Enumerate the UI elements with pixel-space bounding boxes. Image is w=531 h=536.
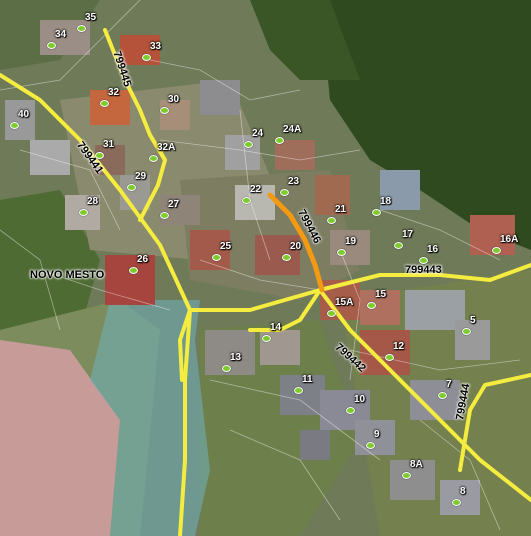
house-number-label: 8A [410, 459, 423, 470]
road-799441 [0, 73, 192, 312]
house-number-label: 13 [230, 352, 242, 363]
address-point-icon[interactable] [79, 209, 88, 216]
house-number-label: 33 [150, 41, 162, 52]
roads [0, 28, 531, 536]
address-point-icon[interactable] [366, 442, 375, 449]
address-point-icon[interactable] [280, 189, 289, 196]
address-point-icon[interactable] [452, 499, 461, 506]
house-number-label: 40 [18, 109, 30, 120]
road-799444 [458, 373, 531, 472]
house-number-label: 15A [335, 297, 354, 308]
address-point-icon[interactable] [77, 25, 86, 32]
house-number-label: 16A [500, 234, 519, 245]
house-number-label: 35 [85, 12, 97, 23]
house-number-label: 34 [55, 29, 67, 40]
address-point-icon[interactable] [47, 42, 56, 49]
house-number-label: 11 [302, 374, 313, 385]
house-number-label: 29 [135, 171, 147, 182]
address-point-icon[interactable] [402, 472, 411, 479]
parcel-lines [0, 0, 521, 531]
address-point-icon[interactable] [95, 152, 104, 159]
road-799442 [188, 288, 531, 502]
house-number-label: 14 [270, 322, 282, 333]
house-number-label: 32A [157, 142, 176, 153]
address-point-icon[interactable] [337, 249, 346, 256]
house-number-label: 15 [375, 289, 387, 300]
house-number-label: 18 [380, 196, 392, 207]
address-point-icon[interactable] [372, 209, 381, 216]
house-number-label: 32 [108, 87, 120, 98]
address-point-icon[interactable] [438, 392, 447, 399]
house-number-label: 23 [288, 176, 300, 187]
house-number-label: 25 [220, 241, 232, 252]
house-number-label: 12 [393, 341, 405, 352]
address-point-icon[interactable] [212, 254, 221, 261]
road-label: 799443 [405, 264, 442, 276]
address-point-icon[interactable] [346, 407, 355, 414]
address-point-icon[interactable] [222, 365, 231, 372]
house-number-label: 10 [354, 394, 366, 405]
address-point-icon[interactable] [327, 217, 336, 224]
address-point-icon[interactable] [419, 257, 428, 264]
address-point-icon[interactable] [142, 54, 151, 61]
address-point-icon[interactable] [100, 100, 109, 107]
house-number-label: 22 [250, 184, 262, 195]
address-point-icon[interactable] [129, 267, 138, 274]
address-point-icon[interactable] [462, 328, 471, 335]
address-point-icon[interactable] [262, 335, 271, 342]
house-number-label: 8 [460, 486, 466, 497]
address-point-icon[interactable] [160, 107, 169, 114]
address-point-icon[interactable] [242, 197, 251, 204]
address-point-icon[interactable] [367, 302, 376, 309]
address-point-icon[interactable] [160, 212, 169, 219]
highlighted-road-799446 [267, 192, 325, 293]
house-number-label: 5 [470, 315, 476, 326]
address-point-icon[interactable] [149, 155, 158, 162]
address-point-icon[interactable] [10, 122, 19, 129]
house-number-label: 19 [345, 236, 357, 247]
road-799443 [318, 263, 531, 292]
address-point-icon[interactable] [127, 184, 136, 191]
address-point-icon[interactable] [275, 137, 284, 144]
address-point-icon[interactable] [244, 141, 253, 148]
house-number-label: 21 [335, 204, 347, 215]
house-number-label: 17 [402, 229, 414, 240]
house-number-label: 7 [446, 379, 452, 390]
house-number-label: 24 [252, 128, 264, 139]
house-number-label: 26 [137, 254, 149, 265]
place-label: NOVO MESTO [30, 269, 105, 281]
address-point-icon[interactable] [394, 242, 403, 249]
house-number-label: 28 [87, 196, 99, 207]
address-point-icon[interactable] [385, 354, 394, 361]
house-number-label: 9 [374, 429, 380, 440]
address-point-icon[interactable] [294, 387, 303, 394]
address-point-icon[interactable] [327, 310, 336, 317]
house-number-label: 31 [103, 139, 115, 150]
house-number-label: 24A [283, 124, 302, 135]
house-number-label: 16 [427, 244, 439, 255]
house-number-label: 27 [168, 199, 180, 210]
address-point-icon[interactable] [282, 254, 291, 261]
address-point-icon[interactable] [492, 247, 501, 254]
house-number-label: 30 [168, 94, 180, 105]
house-number-label: 20 [290, 241, 302, 252]
